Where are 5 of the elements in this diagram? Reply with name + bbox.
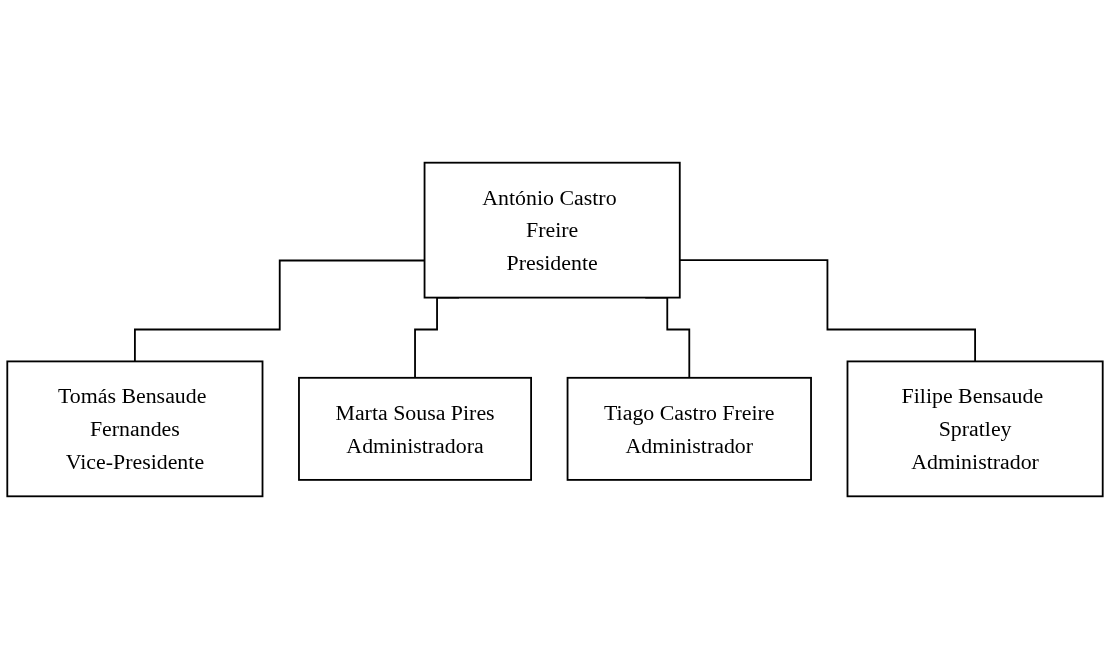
node-box: António Castro Freire Presidente — [423, 161, 681, 299]
node-box: Tiago Castro Freire Administrador — [566, 376, 812, 481]
node-box: Marta Sousa Pires Administradora — [298, 376, 532, 481]
node-box: Tomás Bensaude Fernandes Vice-Presidente — [6, 360, 264, 498]
node-box: Filipe Bensaude Spratley Administrador — [846, 360, 1104, 498]
